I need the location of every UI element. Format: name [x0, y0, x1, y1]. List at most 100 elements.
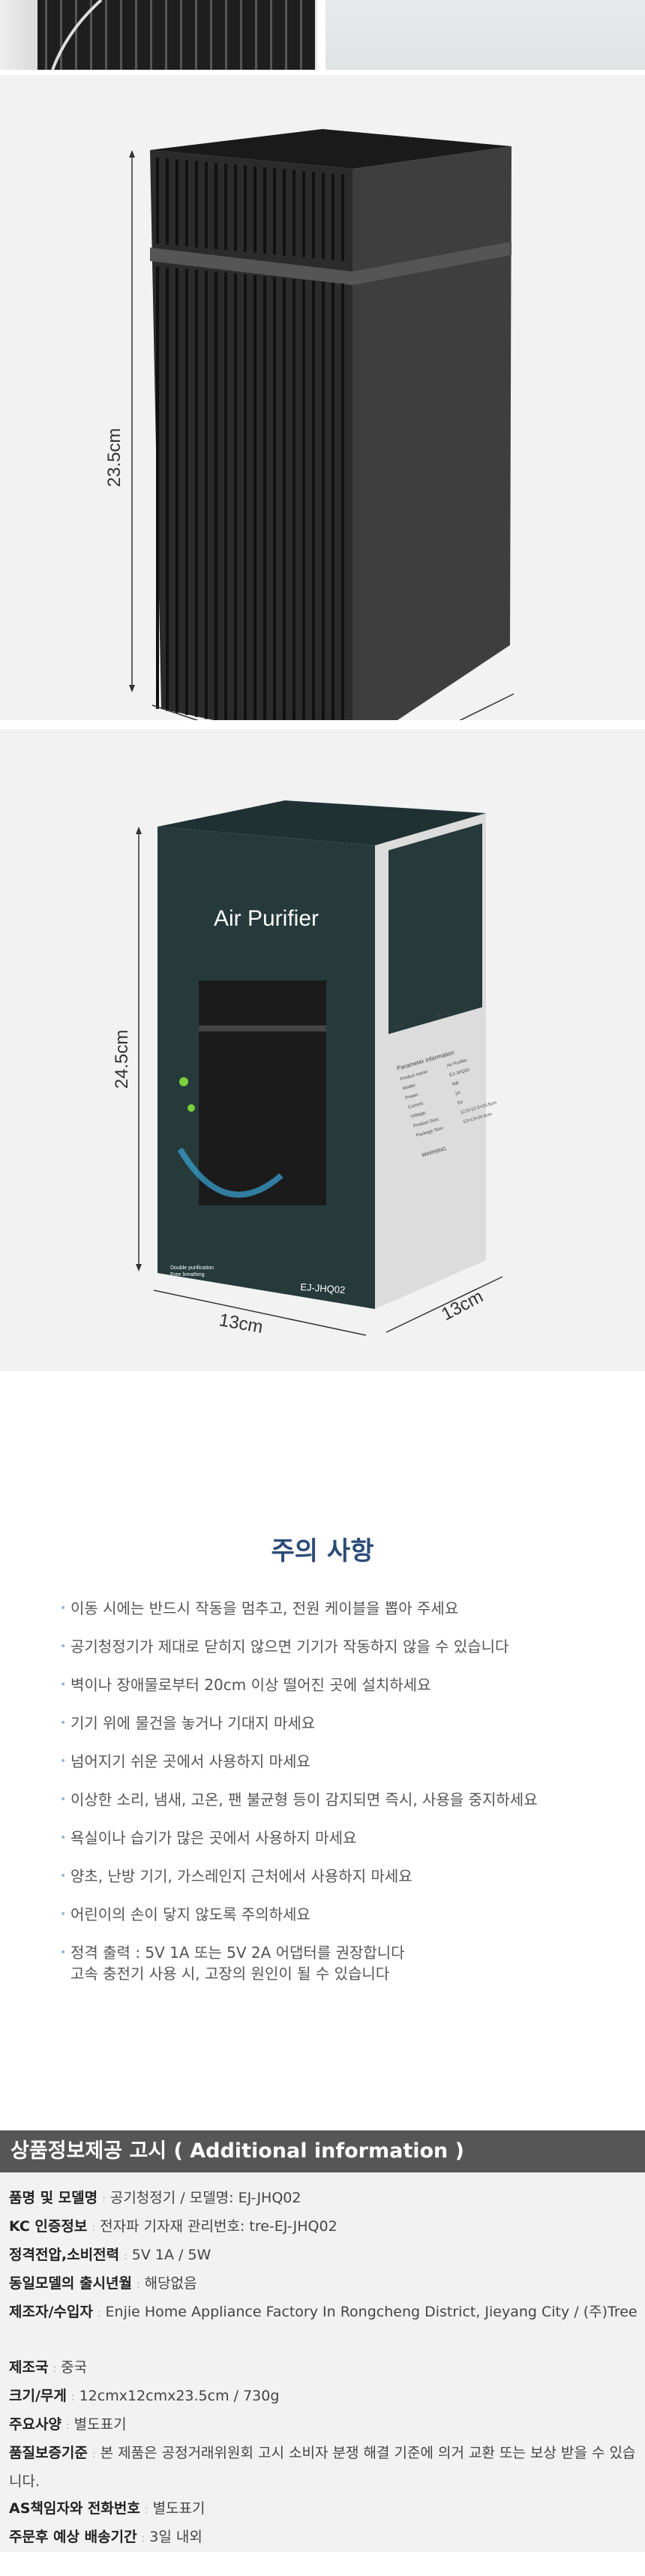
- info-value: 별도표기: [152, 2500, 206, 2517]
- separator: :: [70, 2391, 75, 2403]
- notice-text: 넘어지기 쉬운 곳에서 사용하지 마세요: [70, 1752, 310, 1770]
- dimension-image-product: 23.5cm 12cm 12cm: [0, 75, 645, 773]
- notice-item: •양초, 난방 기기, 가스레인지 근처에서 사용하지 마세요: [60, 1866, 412, 1887]
- info-label: 제조국: [9, 2359, 49, 2376]
- bullet-icon: •: [60, 1870, 67, 1882]
- bullet-icon: •: [60, 1794, 67, 1806]
- info-row: 제조국: 중국: [9, 2354, 639, 2382]
- param-label: Current:: [408, 1101, 425, 1110]
- bullet-icon: •: [60, 1832, 67, 1844]
- info-value: 12cmx12cmx23.5cm / 730g: [79, 2388, 280, 2404]
- param-value: 5W: [452, 1081, 460, 1087]
- notice-item: 고속 충전기 사용 시, 고장의 원인이 될 수 있습니다: [60, 1963, 389, 1984]
- info-value: 중국: [61, 2359, 88, 2376]
- info-value: 본 제품은 공정거래위원회 고시 소비자 분쟁 해결 기준에 의거 교환 또는 …: [9, 2445, 636, 2490]
- notice-item: •공기청정기가 제대로 닫히지 않으면 기기가 작동하지 않을 수 있습니다: [60, 1636, 508, 1657]
- info-label: KC 인증정보: [9, 2218, 88, 2235]
- notice-item: •넘어지기 쉬운 곳에서 사용하지 마세요: [60, 1751, 310, 1772]
- info-label: AS책임자와 전화번호: [9, 2500, 140, 2517]
- product-dimension-drawing: 23.5cm 12cm 12cm: [104, 129, 514, 773]
- color-black: Black: [436, 1010, 448, 1018]
- notice-text: 정격 출력 : 5V 1A 또는 5V 2A 어댑터를 권장합니다: [70, 1944, 405, 1962]
- info-label: 제조자/수입자: [9, 2304, 93, 2320]
- param-value: 1A: [454, 1091, 461, 1097]
- info-label: 주문후 예상 배송기간: [9, 2529, 137, 2545]
- info-label: 크기/무게: [9, 2388, 67, 2404]
- param-label: Power:: [405, 1092, 420, 1100]
- separator: :: [92, 2448, 96, 2460]
- notice-text: 이동 시에는 반드시 작동을 멈추고, 전원 케이블을 뽑아 주세요: [70, 1599, 459, 1617]
- notice-item: •이동 시에는 반드시 작동을 멈추고, 전원 케이블을 뽑아 주세요: [60, 1598, 458, 1619]
- product-closeup-image-2: [326, 0, 645, 70]
- notice-item: •이상한 소리, 냄새, 고온, 팬 불균형 등이 감지되면 즉시, 사용을 중…: [60, 1789, 538, 1810]
- info-value: 해당없음: [144, 2275, 197, 2292]
- box-dimension-drawing: Air Purifier EJ-JHQ02 Double purificatio…: [112, 800, 503, 1338]
- notice-text: 공기청정기가 제대로 닫히지 않으면 기기가 작동하지 않을 수 있습니다: [70, 1638, 509, 1656]
- separator: :: [92, 2222, 96, 2234]
- param-label: Voltage:: [410, 1111, 428, 1120]
- box-tagline-2: Free breathing: [170, 1272, 205, 1277]
- box-tagline-1: Double purification: [170, 1265, 214, 1271]
- bullet-icon: •: [60, 1679, 67, 1691]
- info-value: 전자파 기자재 관리번호: tre-EJ-JHQ02: [100, 2218, 338, 2235]
- separator: :: [52, 2363, 57, 2375]
- bullet-icon: •: [60, 1602, 67, 1614]
- bullet-icon: •: [60, 1755, 67, 1767]
- notice-text: 벽이나 장애물로부터 20cm 이상 떨어진 곳에 설치하세요: [70, 1676, 431, 1694]
- info-row: KC 인증정보: 전자파 기자재 관리번호: tre-EJ-JHQ02: [9, 2213, 639, 2241]
- notice-item: •기기 위에 물건을 놓거나 기대지 마세요: [60, 1713, 315, 1734]
- width-label: 13cm: [218, 1310, 264, 1338]
- notice-item: •어린이의 손이 닿지 않도록 주의하세요: [60, 1904, 310, 1925]
- info-row: 제조자/수입자: Enjie Home Appliance Factory In …: [9, 2298, 639, 2327]
- notice-item: •욕실이나 습기가 많은 곳에서 사용하지 마세요: [60, 1827, 356, 1848]
- height-label: 23.5cm: [104, 428, 124, 488]
- color-white: White: [392, 1022, 405, 1030]
- param-label: Model:: [402, 1083, 416, 1091]
- notice-text: 이상한 소리, 냄새, 고온, 팬 불균형 등이 감지되면 즉시, 사용을 중지…: [70, 1791, 538, 1809]
- info-row: 크기/무게:12cmx12cmx23.5cm / 730g: [9, 2382, 639, 2411]
- info-value: 3일 내외: [149, 2529, 202, 2545]
- info-table: 품명 및 모델명: 공기청정기 / 모델명: EJ-JHQ02 KC 인증정보: 전자…: [0, 2172, 645, 2552]
- param-value: 5V: [458, 1100, 464, 1106]
- info-row: 품명 및 모델명: 공기청정기 / 모델명: EJ-JHQ02: [9, 2184, 639, 2213]
- separator: :: [141, 2532, 146, 2544]
- separator: :: [102, 2193, 106, 2205]
- info-title: 상품정보제공 고시 ( Additional information ): [0, 2130, 645, 2172]
- info-row: AS책임자와 전화번호: 별도표기: [9, 2495, 639, 2523]
- separator: :: [124, 2250, 128, 2262]
- product-closeup-image: [0, 0, 317, 70]
- info-row: 품질보증기준:본 제품은 공정거래위원회 고시 소비자 분쟁 해결 기준에 의거…: [9, 2439, 639, 2495]
- box-title: Air Purifier: [214, 906, 319, 931]
- info-value: 공기청정기 / 모델명: EJ-JHQ02: [110, 2190, 302, 2206]
- info-value: Enjie Home Appliance Factory In Rongchen…: [105, 2304, 638, 2320]
- separator: :: [97, 2307, 101, 2319]
- info-row: 동일모델의 출시년월: 해당없음: [9, 2270, 639, 2298]
- notice-text: 양초, 난방 기기, 가스레인지 근처에서 사용하지 마세요: [70, 1867, 412, 1885]
- info-label: 주요사양: [9, 2416, 62, 2433]
- info-label: 품명 및 모델명: [9, 2190, 98, 2206]
- separator: :: [144, 2504, 148, 2516]
- bullet-icon: [60, 1963, 70, 1984]
- info-row: 주문후 예상 배송기간:3일 내외: [9, 2523, 639, 2552]
- bullet-icon: •: [60, 1641, 67, 1653]
- notice-item: •정격 출력 : 5V 1A 또는 5V 2A 어댑터를 권장합니다: [60, 1942, 405, 1963]
- dimension-image-box: Air Purifier EJ-JHQ02 Double purificatio…: [0, 729, 645, 1371]
- notice-title: 주의 사항: [271, 1536, 374, 1566]
- info-row: 주요사양: 별도표기: [9, 2411, 639, 2439]
- info-row: 정격전압,소비전력:5V 1A / 5W: [9, 2241, 639, 2270]
- notice-text: 욕실이나 습기가 많은 곳에서 사용하지 마세요: [70, 1829, 357, 1847]
- info-label: 동일모델의 출시년월: [9, 2275, 132, 2292]
- notice-text: 어린이의 손이 닿지 않도록 주의하세요: [70, 1905, 310, 1923]
- info-value: 별도표기: [74, 2416, 127, 2433]
- notice-text: 기기 위에 물건을 놓거나 기대지 마세요: [70, 1714, 316, 1732]
- height-label: 24.5cm: [112, 1030, 132, 1089]
- bullet-icon: •: [60, 1717, 67, 1729]
- separator: :: [65, 2420, 70, 2432]
- info-value: 5V 1A / 5W: [131, 2247, 212, 2263]
- grille-closeup: [38, 0, 315, 70]
- info-label: 품질보증기준: [9, 2445, 88, 2461]
- info-label: 정격전압,소비전력: [9, 2247, 120, 2263]
- separator: :: [136, 2279, 140, 2291]
- bullet-icon: •: [60, 1947, 67, 1959]
- depth-label: 13cm: [438, 1286, 486, 1325]
